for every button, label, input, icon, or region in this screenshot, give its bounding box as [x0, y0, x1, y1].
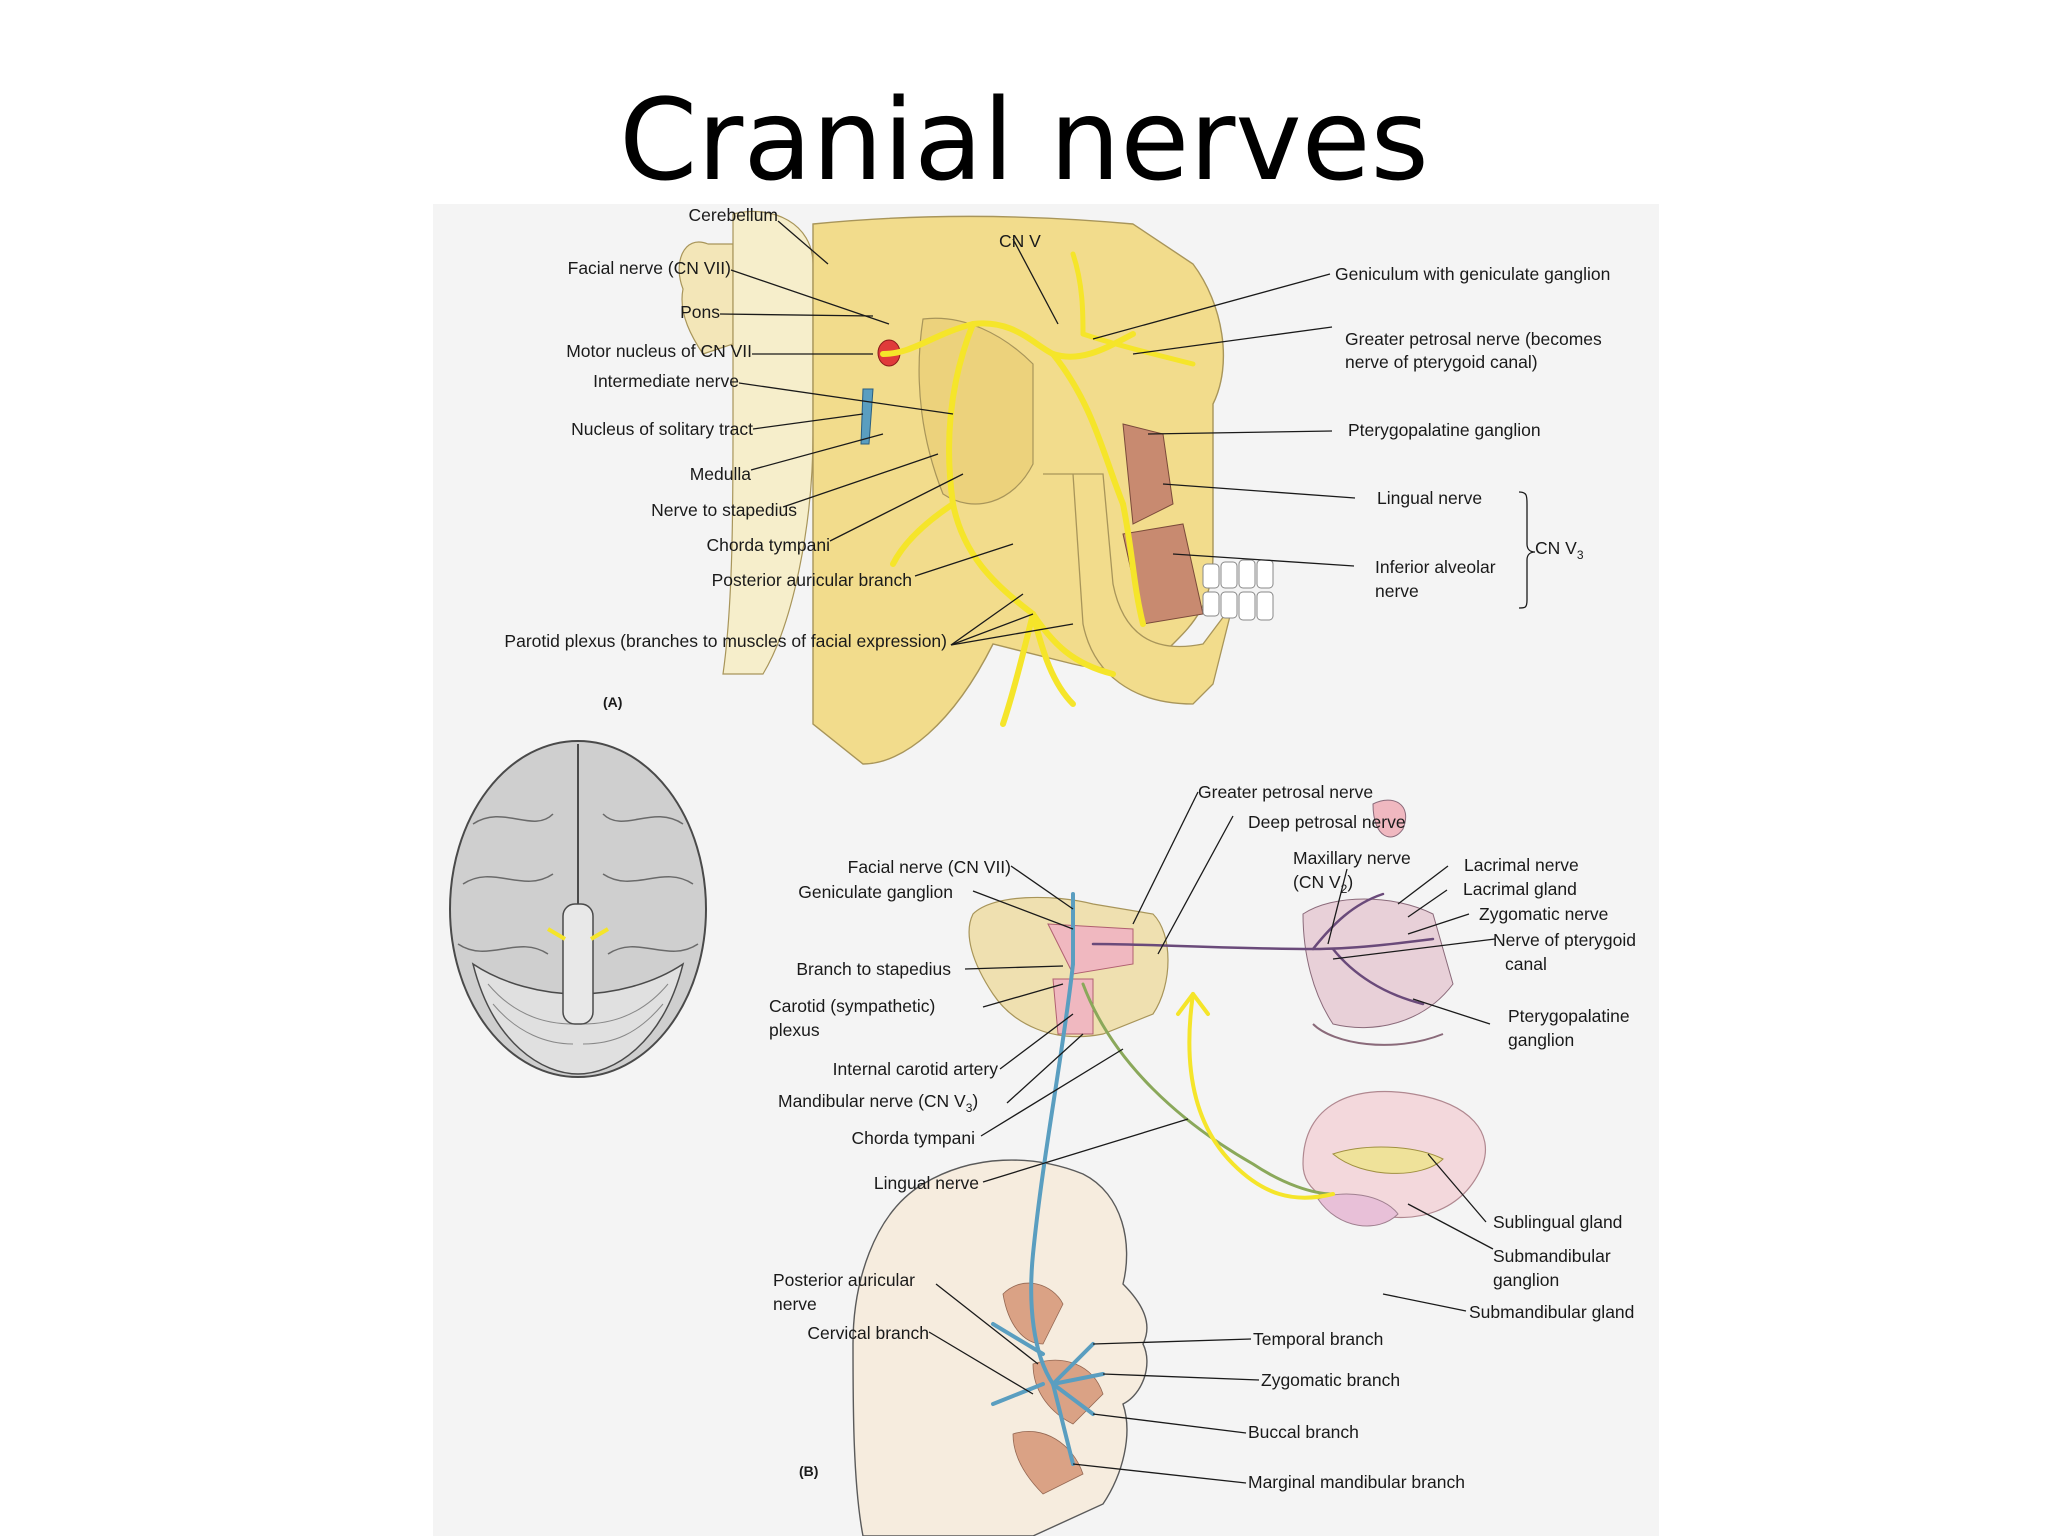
label-mandibular-nerve: Mandibular nerve (CN V3): [778, 1091, 978, 1115]
cn-v-course: [1070, 251, 1196, 367]
label-lacrimal-gland: Lacrimal gland: [1463, 879, 1577, 899]
label-chorda-tympani-b: Chorda tympani: [851, 1128, 975, 1148]
label-parotid-plexus: Parotid plexus (branches to muscles of f…: [504, 631, 947, 651]
panel-a-tag: (A): [603, 694, 622, 710]
label-zygomatic-nerve: Zygomatic nerve: [1479, 904, 1608, 924]
panel-b-leaders: [928, 791, 1496, 1484]
label-pterygopalatine-1: Pterygopalatine: [1508, 1006, 1630, 1026]
label-sublingual-gland: Sublingual gland: [1493, 1212, 1622, 1232]
label-motor-nucleus: Motor nucleus of CN VII: [566, 341, 752, 361]
brain-brainstem: [562, 903, 594, 1025]
label-nerve-stapedius: Nerve to stapedius: [651, 500, 797, 520]
label-zygomatic-branch: Zygomatic branch: [1261, 1370, 1400, 1390]
sublingual-gland-shape: [1331, 1146, 1444, 1174]
facial-nerve-course: [880, 320, 1146, 727]
label-internal-carotid: Internal carotid artery: [833, 1059, 999, 1079]
head-profile-outline: [852, 1159, 1148, 1536]
brain-cn-vii-highlight-right: [589, 927, 610, 941]
label-posterior-auricular-branch: Posterior auricular branch: [712, 570, 912, 590]
brainstem-shape: [722, 210, 814, 675]
label-intermediate-nerve: Intermediate nerve: [593, 371, 739, 391]
label-cervical-branch: Cervical branch: [807, 1323, 929, 1343]
brain-base-view: [449, 740, 707, 1078]
slide-title: Cranial nerves: [619, 76, 1429, 206]
label-submandibular-ganglion-1: Submandibular: [1493, 1246, 1611, 1266]
palate-teeth-shape: [1312, 1023, 1444, 1046]
label-nucleus-solitary: Nucleus of solitary tract: [571, 419, 753, 439]
label-geniculate-ganglion: Geniculate ganglion: [798, 882, 953, 902]
lacrimal-gland-shape: [1372, 799, 1407, 838]
label-lingual-nerve-a: Lingual nerve: [1377, 488, 1482, 508]
lingual-nerve-course: [1176, 992, 1335, 1200]
label-chorda-tympani-a: Chorda tympani: [706, 535, 830, 555]
label-posterior-auricular-1: Posterior auricular: [773, 1270, 915, 1290]
panel-a-labels: Cerebellum Facial nerve (CN VII) Pons Mo…: [504, 205, 1610, 710]
label-marginal-mandibular: Marginal mandibular branch: [1248, 1472, 1465, 1492]
label-lacrimal-nerve: Lacrimal nerve: [1464, 855, 1579, 875]
label-medulla: Medulla: [690, 464, 752, 484]
label-inferior-alveolar-1: Inferior alveolar: [1375, 557, 1496, 577]
label-posterior-auricular-2: nerve: [773, 1294, 817, 1314]
brain-cn-vii-highlight-left: [546, 927, 567, 941]
teeth: [1202, 559, 1274, 621]
label-maxillary-2: (CN V2): [1293, 872, 1353, 896]
label-greater-petrosal-a-2: nerve of pterygoid canal): [1345, 352, 1538, 372]
label-pterygoid-canal-1: Nerve of pterygoid: [1493, 930, 1636, 950]
anatomy-illustration: Cerebellum Facial nerve (CN VII) Pons Mo…: [449, 205, 1636, 1536]
label-pterygopalatine-2: ganglion: [1508, 1030, 1574, 1050]
label-inferior-alveolar-2: nerve: [1375, 581, 1419, 601]
facial-nerve-course-b: [991, 892, 1105, 1466]
petrous-pink-region: [1047, 923, 1134, 975]
solitary-nucleus-shape: [860, 388, 874, 445]
label-submandibular-ganglion-2: ganglion: [1493, 1270, 1559, 1290]
label-temporal-branch: Temporal branch: [1253, 1329, 1383, 1349]
label-facial-nerve-a: Facial nerve (CN VII): [568, 258, 731, 278]
label-submandibular-gland: Submandibular gland: [1469, 1302, 1634, 1322]
label-cn-v3: CN V3: [1535, 538, 1584, 562]
label-carotid-plexus-2: plexus: [769, 1020, 820, 1040]
label-greater-petrosal-a-1: Greater petrosal nerve (becomes: [1345, 329, 1602, 349]
panel-a-leaders: [719, 220, 1536, 646]
cranial-nerve-figure: Cerebellum Facial nerve (CN VII) Pons Mo…: [433, 204, 1659, 1536]
pterygopalatine-region: [1302, 898, 1454, 1029]
label-pons: Pons: [680, 302, 720, 322]
panel-b-labels: Greater petrosal nerve Deep petrosal ner…: [769, 782, 1636, 1492]
pterygoid-muscle-shape: [1122, 423, 1174, 525]
label-branch-stapedius: Branch to stapedius: [796, 959, 951, 979]
panel-a-illustration: [678, 210, 1274, 765]
carotid-canal-region: [1052, 978, 1094, 1035]
label-lingual-nerve-b: Lingual nerve: [874, 1173, 979, 1193]
label-carotid-plexus-1: Carotid (sympathetic): [769, 996, 935, 1016]
petrosal-nerve-course: [1091, 892, 1435, 1006]
label-pterygoid-canal-2: canal: [1505, 954, 1547, 974]
chorda-lingual-course: [1081, 982, 1335, 1196]
label-pterygopalatine-ganglion-a: Pterygopalatine ganglion: [1348, 420, 1541, 440]
panel-b-tag: (B): [799, 1463, 818, 1479]
label-buccal-branch: Buccal branch: [1248, 1422, 1359, 1442]
label-cerebellum: Cerebellum: [689, 205, 778, 225]
panel-b-illustration: [852, 799, 1487, 1536]
label-cn-v: CN V: [999, 231, 1041, 251]
mandible-shape: [1043, 473, 1234, 705]
label-deep-petrosal: Deep petrosal nerve: [1248, 812, 1406, 832]
label-geniculum: Geniculum with geniculate ganglion: [1335, 264, 1610, 284]
submandibular-gland-shape: [1317, 1193, 1399, 1227]
label-maxillary-1: Maxillary nerve: [1293, 848, 1411, 868]
label-greater-petrosal-b: Greater petrosal nerve: [1198, 782, 1373, 802]
cerebellum-shape: [678, 241, 734, 355]
label-facial-nerve-b: Facial nerve (CN VII): [848, 857, 1011, 877]
